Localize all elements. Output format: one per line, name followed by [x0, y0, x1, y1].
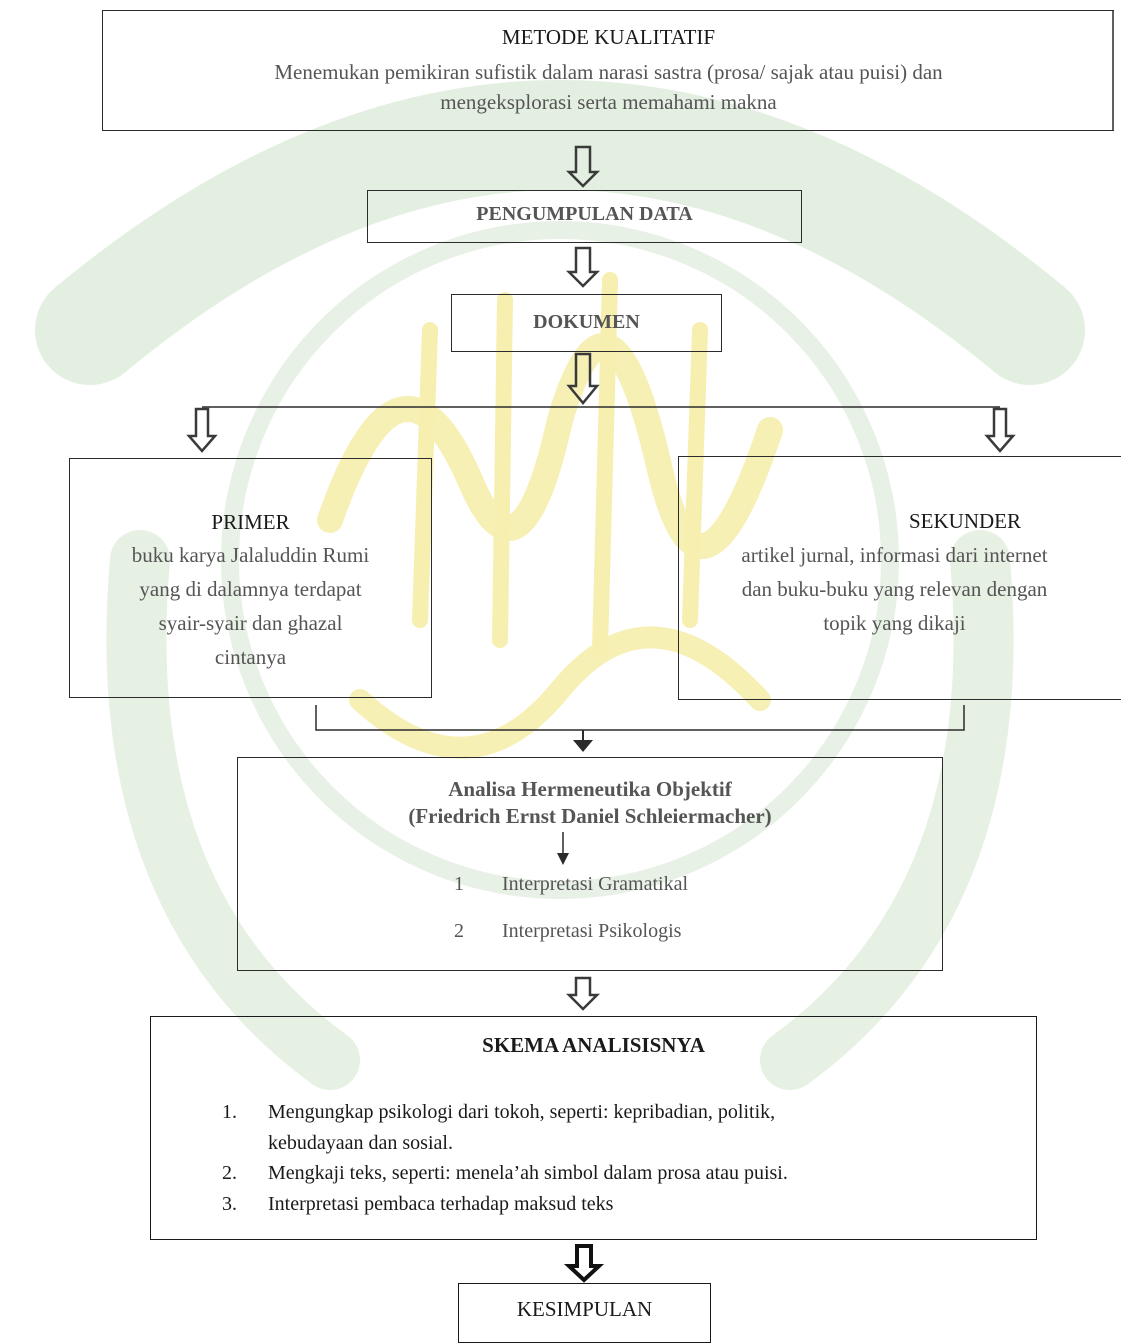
primer-line: syair-syair dan ghazal — [158, 611, 343, 635]
arrow-down-icon — [565, 145, 601, 188]
pengumpulan-data-box: PENGUMPULAN DATA — [367, 190, 802, 243]
sekunder-line: topik yang dikaji — [823, 611, 966, 635]
primer-line: buku karya Jalaluddin Rumi — [131, 543, 370, 567]
skema-item-number: 3. — [222, 1193, 237, 1215]
analisa-item: 1 Interpretasi Gramatikal — [454, 873, 688, 896]
skema-item-number: 1. — [222, 1101, 237, 1123]
metode-line-2: mengeksplorasi serta memahami makna — [440, 90, 777, 114]
pengumpulan-title: PENGUMPULAN DATA — [476, 203, 693, 225]
kesimpulan-box: KESIMPULAN — [458, 1283, 711, 1343]
arrow-down-icon — [186, 407, 218, 453]
arrow-down-icon — [565, 976, 601, 1011]
arrow-down-icon — [984, 407, 1016, 453]
primer-title: PRIMER — [211, 510, 290, 534]
dokumen-box: DOKUMEN — [451, 294, 722, 352]
analisa-item: 2 Interpretasi Psikologis — [454, 920, 681, 943]
skema-analisis-box: SKEMA ANALISISNYA 1. Mengungkap psikolog… — [150, 1016, 1037, 1240]
primer-line: yang di dalamnya terdapat — [139, 577, 362, 601]
arrow-down-icon — [566, 352, 600, 405]
metode-kualitatif-box: METODE KUALITATIF Menemukan pemikiran su… — [102, 10, 1114, 131]
sekunder-line: artikel jurnal, informasi dari internet — [741, 543, 1048, 567]
skema-title: SKEMA ANALISISNYA — [482, 1033, 705, 1057]
analisa-item-text: Interpretasi Psikologis — [502, 920, 682, 942]
skema-item-line: Mengkaji teks, seperti: menela’ah simbol… — [268, 1162, 788, 1184]
primer-line: cintanya — [214, 645, 287, 669]
skema-item-line: Interpretasi pembaca terhadap maksud tek… — [268, 1193, 614, 1215]
arrow-down-icon — [563, 1244, 605, 1283]
skema-item-line: Mengungkap psikologi dari tokoh, seperti… — [268, 1101, 776, 1123]
analisa-item-text: Interpretasi Gramatikal — [502, 873, 689, 895]
skema-item-line: kebudayaan dan sosial. — [268, 1132, 453, 1154]
primer-box: PRIMER buku karya Jalaluddin Rumi yang d… — [69, 458, 432, 698]
analisa-title-1: Analisa Hermeneutika Objektif — [448, 777, 732, 801]
analisa-item-number: 1 — [454, 873, 464, 895]
kesimpulan-title: KESIMPULAN — [516, 1297, 653, 1321]
sekunder-line: dan buku-buku yang relevan dengan — [741, 577, 1048, 601]
analisa-title-2: (Friedrich Ernst Daniel Schleiermacher) — [408, 804, 772, 828]
arrow-down-icon — [565, 246, 601, 288]
dokumen-title: DOKUMEN — [533, 311, 640, 333]
metode-line-1: Menemukan pemikiran sufistik dalam naras… — [274, 60, 943, 84]
sekunder-box: SEKUNDER artikel jurnal, informasi dari … — [678, 456, 1121, 700]
metode-title: METODE KUALITATIF — [501, 25, 716, 49]
skema-item-number: 2. — [222, 1162, 237, 1184]
sekunder-title: SEKUNDER — [908, 509, 1021, 533]
analisa-item-number: 2 — [454, 920, 464, 942]
analisa-box: Analisa Hermeneutika Objektif (Friedrich… — [237, 757, 943, 971]
